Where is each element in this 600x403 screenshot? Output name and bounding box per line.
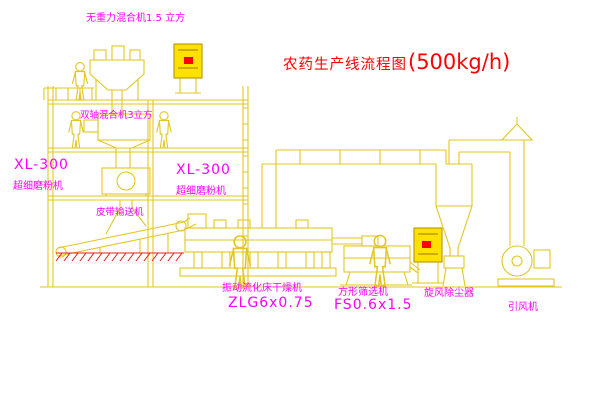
worker-figure: [156, 111, 172, 149]
diagram-title: 农药生产线流程图 (500kg/h): [283, 50, 510, 74]
title-text: 农药生产线流程图: [283, 57, 407, 73]
mill: [101, 160, 151, 235]
top-mixer: [89, 45, 145, 114]
worker-figure: [368, 234, 392, 287]
label-mill-center-model: XL-300: [176, 162, 231, 178]
label-dryer-name: 振动流化床干燥机: [222, 283, 302, 294]
label-mill-left-model: XL-300: [14, 157, 69, 173]
label-belt-conveyor: 皮带输送机: [96, 207, 144, 218]
cyclone-separator: [435, 140, 473, 287]
exhaust-duct: [261, 149, 447, 228]
control-cabinet-2: [412, 227, 444, 284]
worker-figure: [228, 235, 252, 289]
label-cyclone: 旋风除尘器: [424, 288, 474, 299]
belt-conveyor: [55, 217, 197, 258]
fluid-bed-dryer: [179, 213, 337, 277]
label-mill-center-name: 超细磨粉机: [176, 186, 226, 197]
title-capacity: (500kg/h): [408, 50, 511, 74]
label-dryer-model: ZLG6x0.75: [228, 295, 314, 311]
label-sifter-name: 方形筛选机: [338, 287, 388, 298]
label-top-mixer: 无重力混合机1.5 立方: [86, 13, 186, 24]
label-second-mixer: 双轴混合机3立方: [80, 110, 153, 121]
label-sifter-model: FS0.6x1.5: [334, 297, 413, 313]
worker-figure: [71, 61, 89, 101]
second-mixer: [83, 113, 151, 160]
control-cabinet-1: [173, 43, 203, 94]
induced-draft-fan: [497, 245, 555, 287]
outlet-duct-and-stack: [449, 117, 534, 246]
label-fan: 引风机: [508, 302, 538, 313]
ground-hatch: [55, 252, 184, 262]
label-mill-left-name: 超细磨粉机: [13, 181, 63, 192]
